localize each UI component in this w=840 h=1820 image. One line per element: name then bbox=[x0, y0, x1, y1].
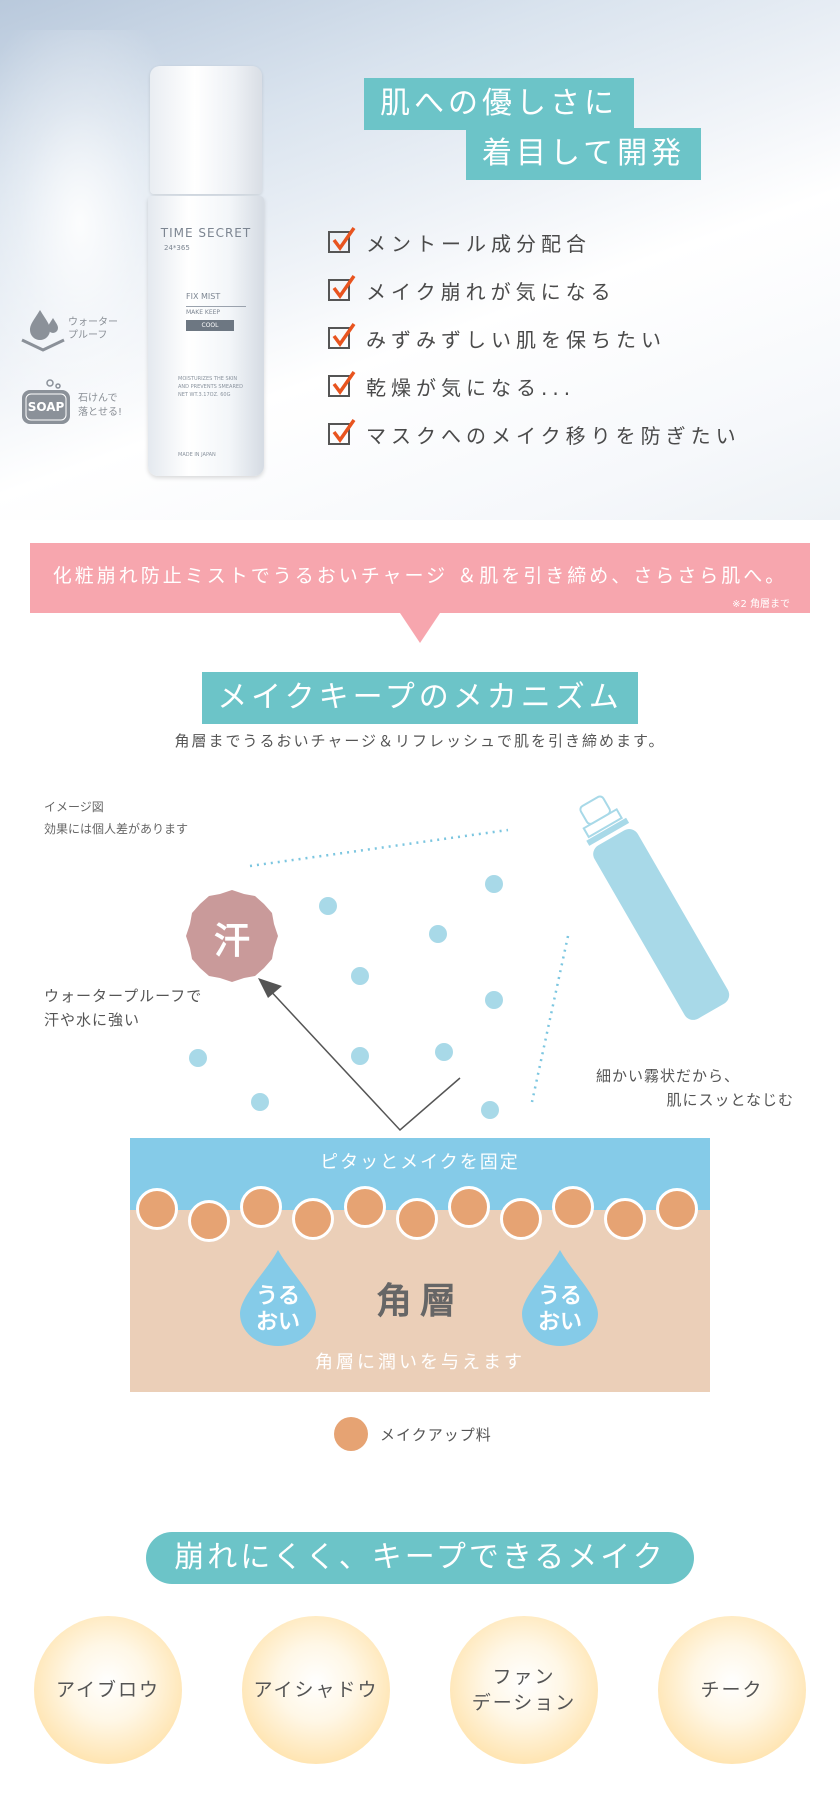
feature-item: 乾燥が気になる... bbox=[328, 362, 828, 410]
makeup-type-circle: アイブロウ bbox=[34, 1616, 182, 1764]
fix-makeup-label: ピタッとメイクを固定 bbox=[320, 1152, 520, 1173]
product-can-image: TIME SECRET 24*365 FIX MIST MAKE KEEP CO… bbox=[148, 66, 264, 476]
arrow-head-icon bbox=[258, 978, 282, 998]
hero-title-line1: 肌への優しさに bbox=[364, 78, 634, 130]
makeup-type-circle: アイシャドウ bbox=[242, 1616, 390, 1764]
product-can-cap bbox=[150, 66, 262, 194]
feature-text: マスクへのメイク移りを防ぎたい bbox=[366, 423, 741, 448]
makeup-particle bbox=[344, 1186, 386, 1228]
stratum-corneum-label: 角層 bbox=[375, 1281, 464, 1322]
product-can-body bbox=[148, 196, 264, 476]
mist-droplet bbox=[485, 991, 503, 1009]
mist-droplet bbox=[319, 897, 337, 915]
mechanism-subtitle: 角層までうるおいチャージ＆リフレッシュで肌を引き締めます。 bbox=[174, 732, 666, 750]
product-desc-2: AND PREVENTS SMEARED bbox=[178, 384, 243, 390]
waterproof-label: ウォーター プルーフ bbox=[68, 317, 118, 341]
mist-description: 細かい霧状だから、 肌にスッとなじむ bbox=[596, 1067, 794, 1109]
mist-droplet bbox=[351, 1047, 369, 1065]
checkmark-icon bbox=[328, 274, 356, 301]
feature-item: マスクへのメイク移りを防ぎたい bbox=[328, 410, 828, 458]
feature-checklist: メントール成分配合 メイク崩れが気になる みずみずしい肌を保ちたい 乾燥が気にな… bbox=[328, 218, 828, 458]
mechanism-title: メイクキープのメカニズム bbox=[202, 672, 638, 724]
feature-item: みずみずしい肌を保ちたい bbox=[328, 314, 828, 362]
product-brand-sub: 24*365 bbox=[164, 244, 190, 252]
product-brand: TIME SECRET bbox=[160, 226, 252, 240]
product-sub-name: MAKE KEEP bbox=[186, 306, 246, 316]
makeup-particle bbox=[656, 1188, 698, 1230]
makeup-particle bbox=[240, 1186, 282, 1228]
makeup-type-circle: チーク bbox=[658, 1616, 806, 1764]
skin-layer-diagram: ピタッとメイクを固定 うる おい うる おい 角層 角層に潤いを与えます bbox=[130, 1138, 710, 1392]
hero-section: TIME SECRET 24*365 FIX MIST MAKE KEEP CO… bbox=[0, 0, 840, 520]
benefit-banner: 化粧崩れ防止ミストでうるおいチャージ ＆肌を引き締め、さらさら肌へ。 ※2 角層… bbox=[30, 543, 810, 613]
bounce-arrow-line bbox=[265, 985, 461, 1132]
waterproof-icon bbox=[21, 310, 65, 352]
soap-icon-text: SOAP bbox=[27, 400, 65, 414]
feature-text: メイク崩れが気になる bbox=[366, 279, 616, 304]
product-variant: COOL bbox=[186, 320, 234, 331]
makeup-particle bbox=[448, 1186, 490, 1228]
moisture-drop-icon bbox=[522, 1250, 598, 1346]
moisture-drop-text: うる おい bbox=[255, 1284, 300, 1335]
disclaimer-note: 効果には個人差があります bbox=[44, 822, 189, 836]
mist-droplet bbox=[485, 875, 503, 893]
makeup-particle bbox=[500, 1198, 542, 1240]
mist-droplet bbox=[435, 1043, 453, 1061]
spray-bottle-icon bbox=[579, 795, 730, 1020]
hero-title-line2: 着目して開発 bbox=[466, 128, 702, 180]
feature-item: メントール成分配合 bbox=[328, 218, 828, 266]
mist-droplet bbox=[429, 925, 447, 943]
legend: メイクアップ料 bbox=[334, 1416, 574, 1452]
makeup-particle bbox=[604, 1198, 646, 1240]
sweat-char: 汗 bbox=[213, 921, 250, 962]
benefit-banner-text: 化粧崩れ防止ミストでうるおいチャージ ＆肌を引き締め、さらさら肌へ。 bbox=[52, 565, 788, 587]
feature-text: メントール成分配合 bbox=[366, 231, 591, 256]
checkmark-icon bbox=[328, 322, 356, 349]
makeup-type-circle: ファンデーション bbox=[450, 1616, 598, 1764]
makeup-particle bbox=[396, 1198, 438, 1240]
mist-droplet bbox=[251, 1093, 269, 1111]
product-desc-3: NET WT.3.17OZ. 60G bbox=[178, 392, 231, 398]
product-name: FIX MIST bbox=[186, 292, 221, 301]
spray-line bbox=[530, 935, 570, 1103]
waterproof-description: ウォータープルーフで 汗や水に強い bbox=[44, 987, 203, 1029]
makeup-particle bbox=[188, 1200, 230, 1242]
makeup-legend-swatch bbox=[334, 1417, 368, 1451]
soap-label: 石けんで 落とせる! bbox=[78, 393, 123, 418]
legend-text: メイクアップ料 bbox=[380, 1425, 492, 1444]
product-desc-1: MOISTURIZES THE SKIN bbox=[178, 376, 238, 382]
mist-diagram bbox=[186, 795, 730, 1132]
image-note: イメージ図 bbox=[44, 800, 104, 814]
benefit-banner-note: ※2 角層まで bbox=[732, 599, 790, 610]
feature-text: みずみずしい肌を保ちたい bbox=[366, 327, 666, 352]
makeup-particle bbox=[552, 1186, 594, 1228]
makeup-particle bbox=[136, 1188, 178, 1230]
banner-arrow-decoration bbox=[400, 613, 440, 643]
makeup-particle bbox=[292, 1198, 334, 1240]
feature-item: メイク崩れが気になる bbox=[328, 266, 828, 314]
mist-droplet bbox=[351, 967, 369, 985]
checkmark-icon bbox=[328, 370, 356, 397]
mist-droplet bbox=[189, 1049, 207, 1067]
product-origin: MADE IN JAPAN bbox=[178, 452, 216, 458]
moisture-drop-text: うる おい bbox=[537, 1284, 582, 1335]
soap-icon bbox=[22, 379, 70, 424]
keep-title: 崩れにくく、キープできるメイク bbox=[146, 1532, 694, 1584]
checkmark-icon bbox=[328, 226, 356, 253]
moisturize-label: 角層に潤いを与えます bbox=[315, 1352, 525, 1373]
checkmark-icon bbox=[328, 418, 356, 445]
makeup-types: アイブロウ アイシャドウ ファンデーション チーク bbox=[30, 1616, 810, 1766]
mist-droplet bbox=[481, 1101, 499, 1119]
feature-text: 乾燥が気になる... bbox=[366, 375, 576, 400]
spray-line bbox=[249, 828, 509, 868]
sweat-badge-icon bbox=[186, 890, 278, 982]
moisture-drop-icon bbox=[240, 1250, 316, 1346]
